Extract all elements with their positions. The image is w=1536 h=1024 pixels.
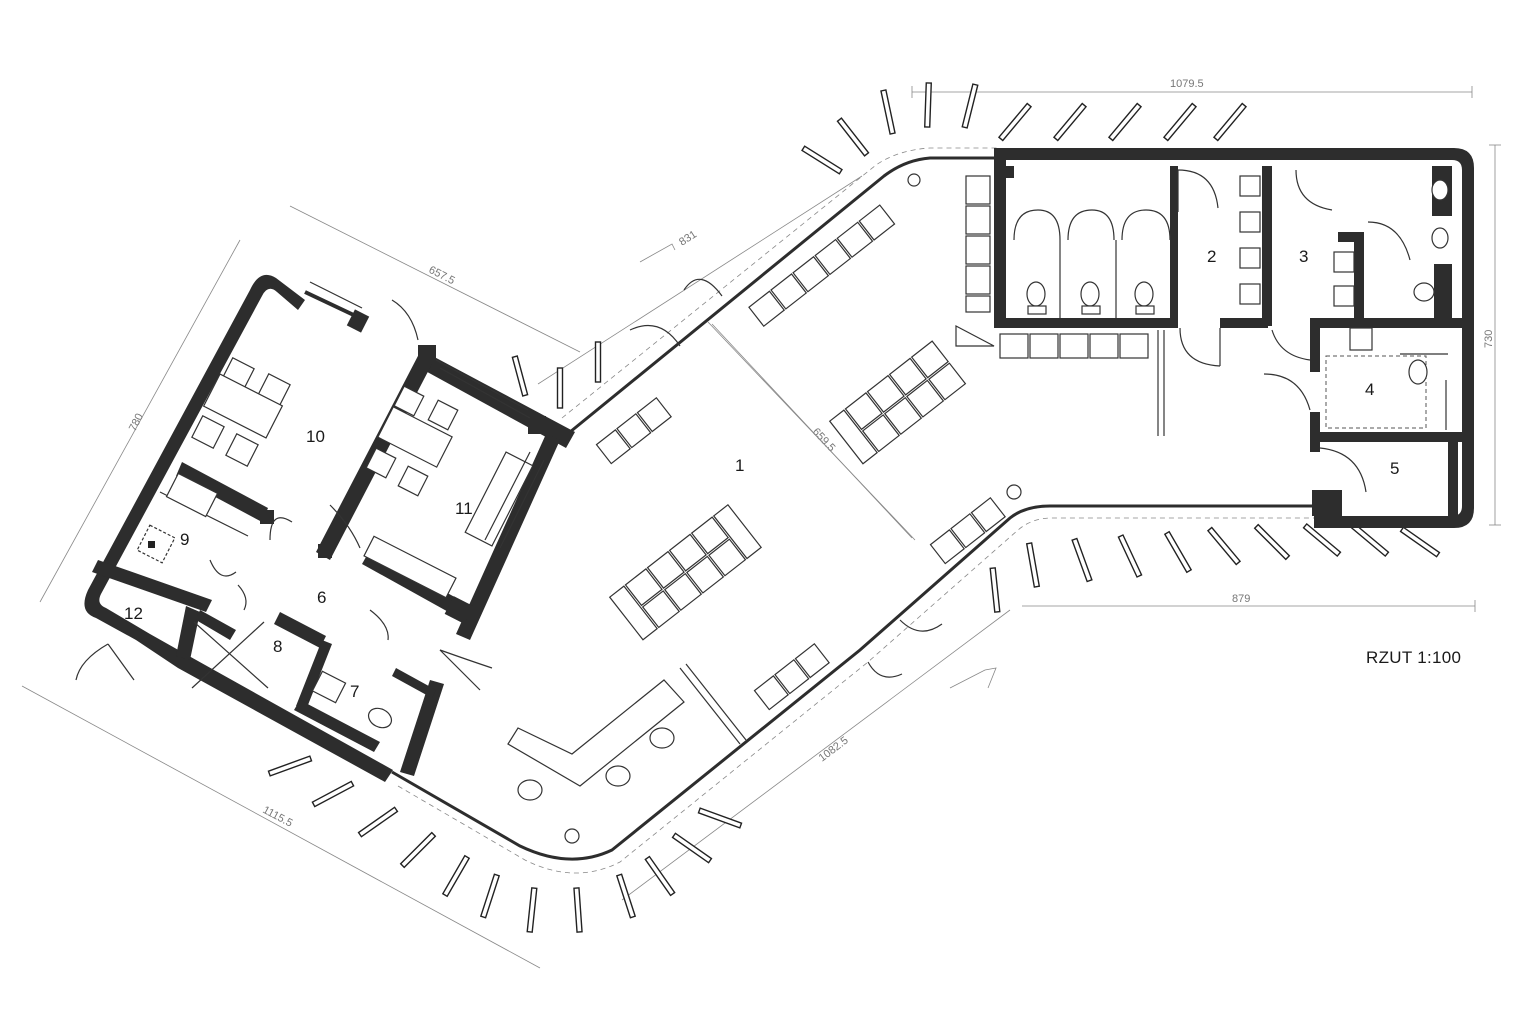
room-label-1: 1: [735, 456, 744, 475]
room-label-2: 2: [1207, 247, 1216, 266]
dim-657-5: 657.5: [427, 264, 457, 287]
room-label-5: 5: [1390, 459, 1399, 478]
hall-furniture: [507, 173, 1022, 844]
glazed-corridor: [391, 147, 1318, 874]
room-label-7: 7: [350, 682, 359, 701]
room-label-11: 11: [455, 499, 473, 518]
dim-879: 879: [1232, 593, 1250, 605]
left-block: [75, 274, 575, 782]
dim-1079-5: 1079.5: [1170, 78, 1204, 90]
dim-1115-5: 1115.5: [261, 804, 295, 830]
room-label-4: 4: [1365, 380, 1374, 399]
room-label-9: 9: [180, 530, 189, 549]
scale-label: RZUT 1:100: [1366, 648, 1462, 667]
dimension-lines: [21, 86, 1501, 969]
dim-730: 730: [1483, 330, 1495, 348]
room-label-6: 6: [317, 588, 326, 607]
room-labels: 1 2 3 4 5 6 7 8 9 10 11 12: [124, 247, 1399, 701]
right-block: [955, 148, 1474, 528]
dim-1082-5: 1082.5: [817, 735, 851, 765]
room-label-8: 8: [273, 637, 282, 656]
dim-659-5: 659.5: [810, 426, 838, 454]
dim-831: 831: [677, 228, 699, 248]
room-label-12: 12: [124, 604, 143, 623]
room-label-3: 3: [1299, 247, 1308, 266]
exterior-fins: [267, 82, 1441, 933]
room-label-10: 10: [306, 427, 325, 446]
